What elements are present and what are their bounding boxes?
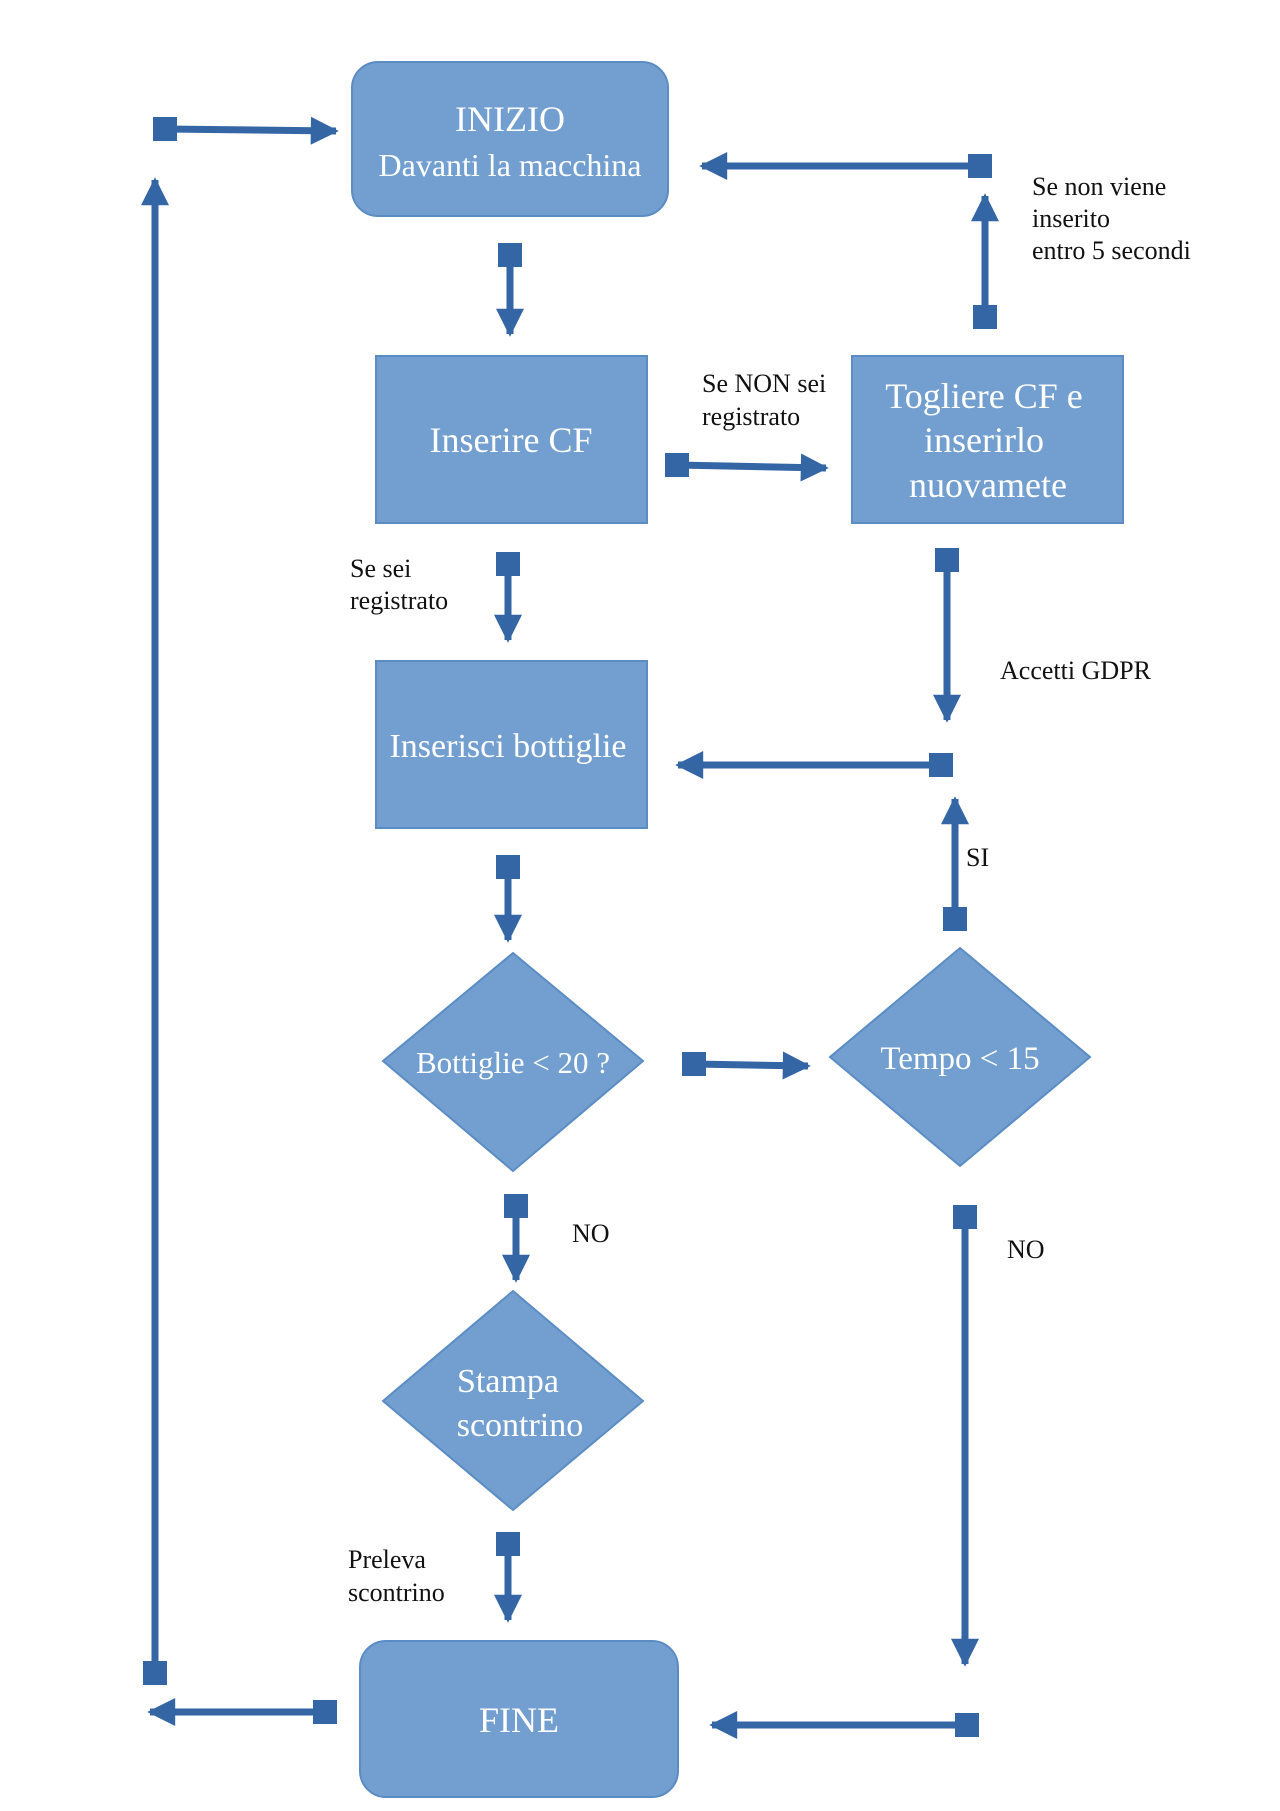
node-togliere-cf-line3: nuovamete [909,465,1067,505]
label-non-inserito-line3: entro 5 secondi [1032,236,1191,265]
node-inserisci-bottiglie-label: Inserisci bottiglie [389,728,626,765]
node-fine: FINE [359,1640,679,1798]
node-tempo-check-label: Tempo < 15 [880,1041,1039,1077]
node-togliere-cf-line1: Togliere CF e [885,376,1082,416]
connector-left-vertical-up [141,177,169,1685]
connector-to-fine-right [709,1711,979,1739]
connector-inizio-to-inserire-cf [496,243,524,337]
connector-bottiglie-to-check [494,855,522,943]
connector-stampa-to-fine [494,1532,522,1623]
label-non-inserito: Se non viene inserito entro 5 secondi [1032,172,1191,265]
label-accetti-gdpr: Accetti GDPR [1000,656,1152,685]
connector-togliere-up [971,193,999,329]
connector-check-to-tempo [682,1051,811,1080]
node-togliere-cf-line2: inserirlo [924,420,1044,460]
label-preleva-line2: scontrino [348,1578,445,1607]
label-non-registrato: Se NON sei registrato [702,369,826,431]
node-stampa-scontrino-line1: Stampa [457,1363,559,1400]
node-bottiglie-check-label: Bottiglie < 20 ? [416,1045,610,1080]
connector-check-to-stampa-no [502,1194,530,1283]
connector-tempo-up-si [941,796,969,931]
node-fine-label: FINE [479,1700,559,1740]
label-non-registrato-line2: registrato [702,402,800,431]
label-registrato-line1: Se sei [350,554,411,583]
node-inizio: INIZIO Davanti la macchina [351,61,669,217]
node-stampa-scontrino-line2: scontrino [457,1407,584,1444]
label-non-inserito-line2: inserito [1032,204,1110,233]
connector-to-inizio-right [699,152,992,180]
connector-junction-to-bottiglie [675,751,953,779]
label-non-inserito-line1: Se non viene [1032,172,1166,201]
label-si: SI [966,843,989,872]
label-no-bottiglie: NO [572,1219,610,1248]
connector-togliere-down [933,548,961,723]
node-bottiglie-check: Bottiglie < 20 ? [381,951,645,1173]
node-stampa-scontrino: Stampa scontrino [381,1289,645,1512]
label-preleva-scontrino: Preleva scontrino [348,1545,445,1607]
node-inizio-title: INIZIO [455,99,565,139]
label-registrato-line2: registrato [350,586,448,615]
node-inserire-cf-label: Inserire CF [430,420,593,460]
node-inserisci-bottiglie: Inserisci bottiglie [375,660,648,829]
label-no-tempo: NO [1007,1235,1045,1264]
node-tempo-check: Tempo < 15 [828,946,1092,1168]
label-preleva-line1: Preleva [348,1545,426,1574]
connector-fine-to-left [147,1698,337,1726]
connector-tempo-down-no [951,1205,979,1667]
node-inserire-cf: Inserire CF [375,355,648,524]
node-inizio-subtitle: Davanti la macchina [379,147,642,183]
connector-inserire-to-togliere [665,453,829,482]
node-togliere-cf: Togliere CF e inserirlo nuovamete [851,355,1124,524]
connector-inserire-to-bottiglie [494,552,522,643]
label-registrato: Se sei registrato [350,554,448,615]
connector-left-to-inizio [153,116,339,145]
label-non-registrato-line1: Se NON sei [702,369,826,398]
